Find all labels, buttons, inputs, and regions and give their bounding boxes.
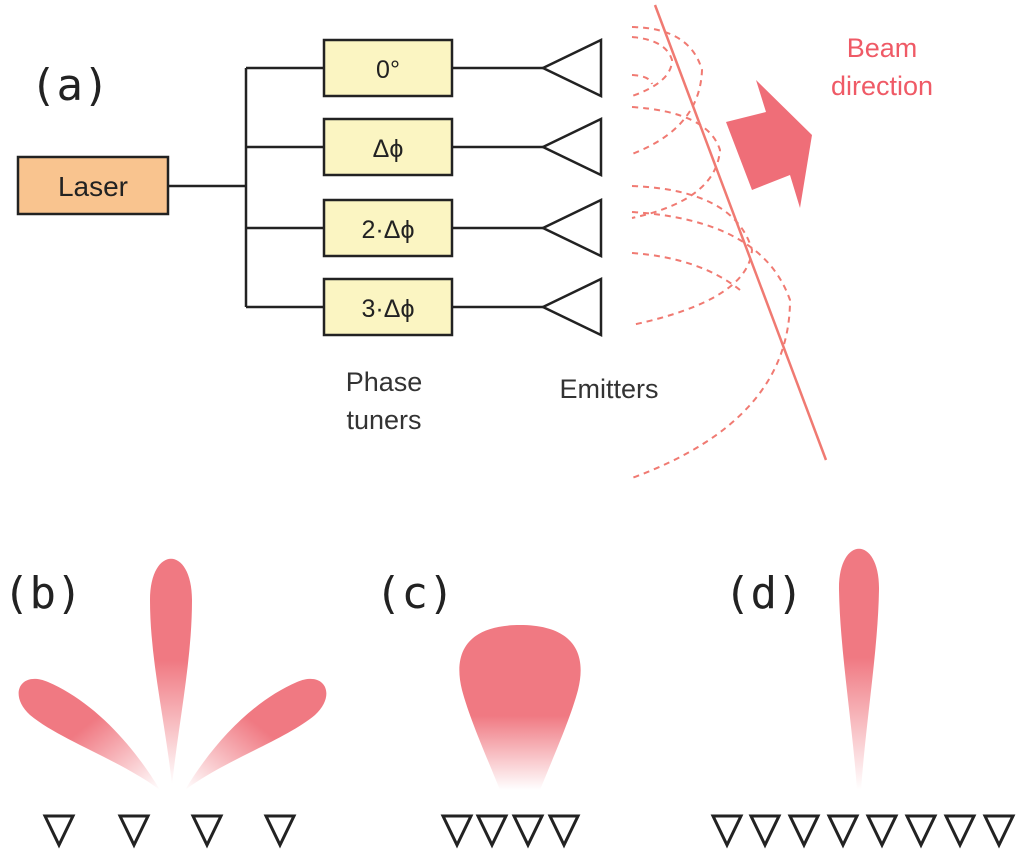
emitter-triangle <box>190 814 224 849</box>
emitter-row-b <box>42 814 297 849</box>
phase-tuner-2: Δϕ <box>322 117 454 177</box>
emitter-triangle <box>787 814 821 849</box>
panel-label-c: (c) <box>375 568 454 619</box>
emitter-triangle <box>263 814 297 849</box>
emitter-triangle <box>748 814 782 849</box>
wavefront-5 <box>631 211 792 479</box>
emitter-1 <box>540 38 603 98</box>
phase-tuner-3: 2·Δϕ <box>322 198 454 258</box>
emitter-triangle <box>904 814 938 849</box>
panel-label-a: (a) <box>30 60 109 111</box>
emitter-triangle <box>943 814 977 849</box>
splitter-lines <box>168 66 543 309</box>
emitter-triangle <box>440 814 474 849</box>
emitter-triangle <box>710 814 744 849</box>
emitter-triangle <box>865 814 899 849</box>
phase-tuner-label: Δϕ <box>373 135 404 163</box>
main-lobe <box>838 548 880 790</box>
emitter-4 <box>540 277 603 337</box>
panel-label-d: (d) <box>724 568 803 619</box>
beam-label-line2: direction <box>831 71 933 101</box>
side-lobe-right <box>185 678 327 790</box>
emitters-caption: Emitters <box>559 374 658 404</box>
wavefront-3 <box>631 106 722 219</box>
panel-label-b: (b) <box>3 568 82 619</box>
emitter-triangle <box>511 814 545 849</box>
main-lobe <box>459 625 581 790</box>
laser-box <box>16 155 170 216</box>
phase-tuner-1: 0° <box>322 38 454 98</box>
laser-label: Laser <box>58 171 128 202</box>
emitter-triangle <box>982 814 1016 849</box>
beam-direction-arrow <box>726 80 812 208</box>
beam-label-line1: Beam <box>847 33 918 63</box>
emitters <box>540 38 603 337</box>
beam-wavefront-line <box>653 4 828 461</box>
emitter-triangle <box>117 814 151 849</box>
wavefront-4 <box>631 185 754 326</box>
wavefront-1 <box>631 36 674 97</box>
emitter-triangle <box>547 814 581 849</box>
emitter-row-c <box>440 814 581 849</box>
panel-c: (c) <box>375 568 581 849</box>
phase-tuners-caption-line2: tuners <box>346 405 421 435</box>
emitter-row-d <box>710 814 1016 849</box>
panel-d: (d) <box>710 548 1016 849</box>
main-lobe <box>150 558 192 785</box>
wavefront-7 <box>631 252 741 291</box>
wavefront-2 <box>631 26 704 155</box>
phase-tuner-label: 0° <box>376 56 400 84</box>
panel-a: (a) Laser 0° Δϕ <box>16 4 933 479</box>
laser-block: Laser <box>16 155 170 216</box>
phase-tuner-label: 3·Δϕ <box>362 295 415 323</box>
emitter-2 <box>540 117 603 177</box>
emitter-triangle <box>826 814 860 849</box>
wavefront-6 <box>631 74 653 85</box>
side-lobe-left <box>18 678 160 790</box>
emitter-3 <box>540 198 603 258</box>
emitter-triangle <box>475 814 509 849</box>
phase-tuner-4: 3·Δϕ <box>322 277 454 337</box>
panel-b: (b) <box>3 558 327 849</box>
phase-tuners-caption-line1: Phase <box>346 367 423 397</box>
emitter-triangle <box>42 814 76 849</box>
phase-tuner-label: 2·Δϕ <box>362 216 415 244</box>
